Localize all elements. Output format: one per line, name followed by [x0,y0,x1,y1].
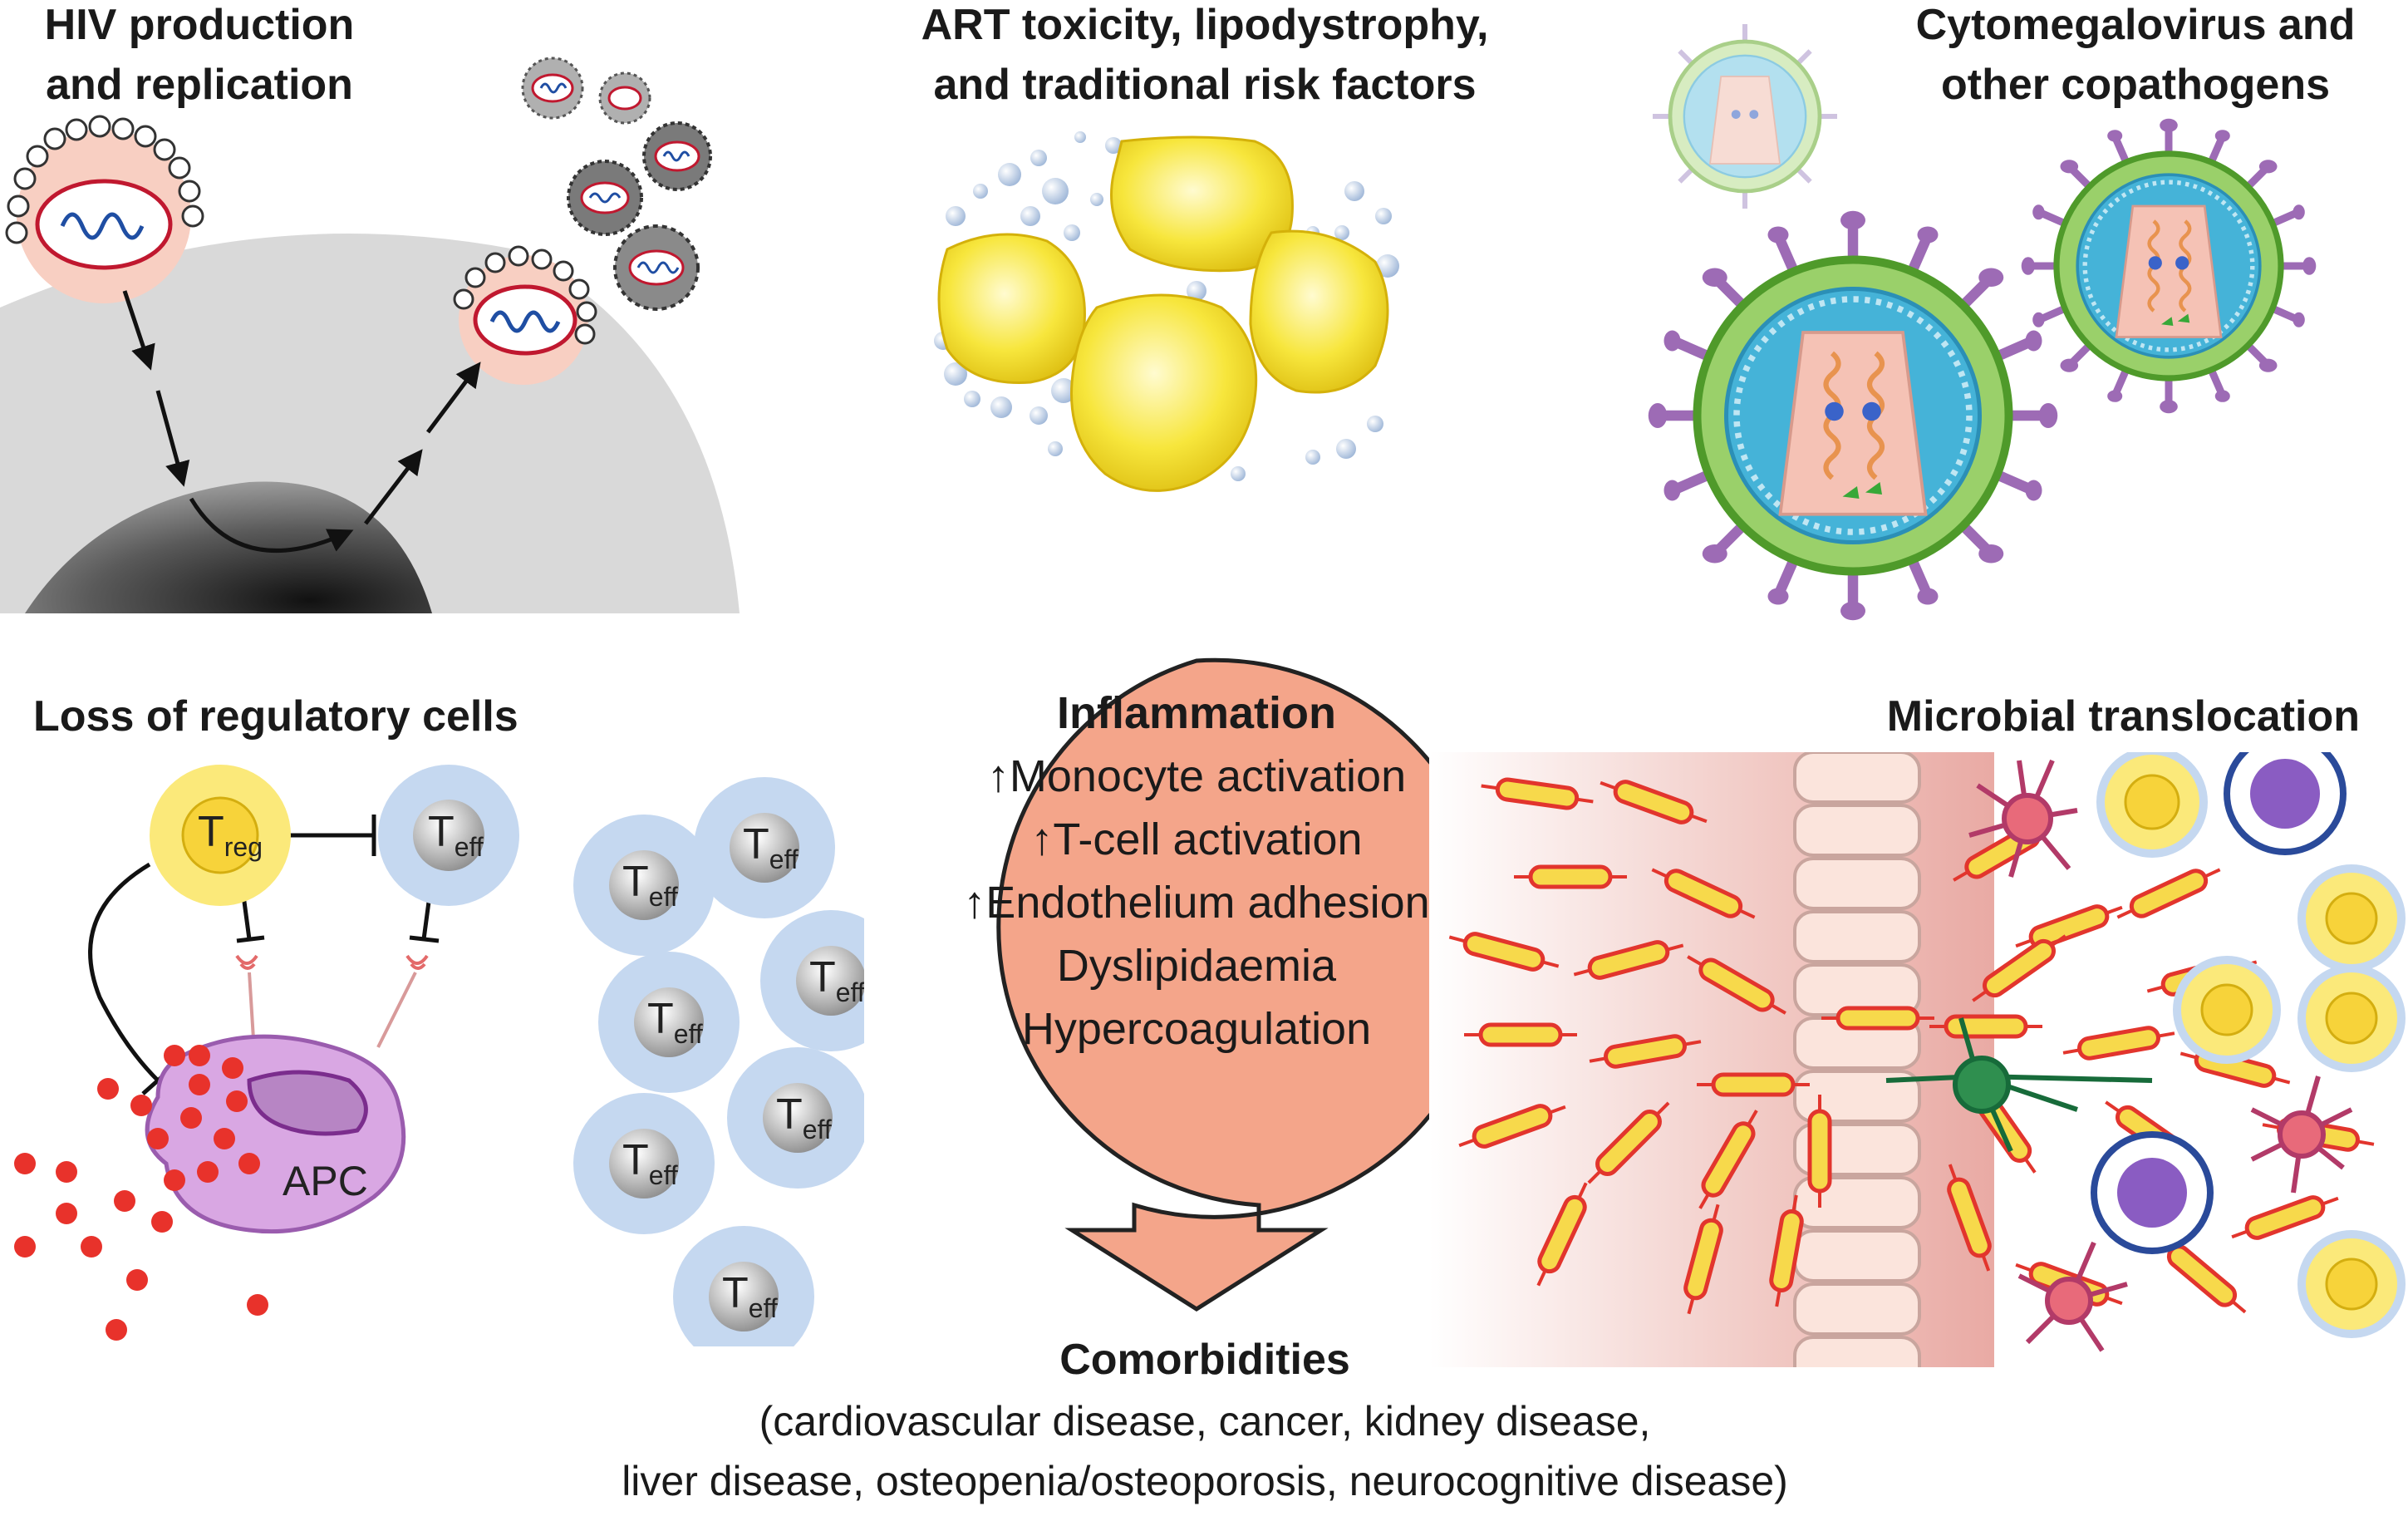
comorbidities: Comorbidities (cardiovascular disease, c… [499,1330,1911,1516]
inflammation-item-3: ↑Endothelium adhesion [963,878,1430,928]
cytokine-dots [14,1045,268,1341]
cmv-virion-right [2022,119,2317,414]
svg-text:Teff: Teff [622,858,678,912]
teff-label: Teff [428,808,484,862]
treg-illustration: APC Treg Teff Teff Teff Teff Teff Teff T… [14,765,864,1346]
cmv-title-line1: Cytomegalovirus and [1915,1,2356,49]
svg-text:Teff: Teff [622,1136,678,1190]
treg-label: Treg [198,808,263,862]
hiv-virion-entering [5,115,204,303]
adipocyte-illustration [934,131,1399,492]
inflammation-title: Inflammation [1056,688,1337,738]
dendritic-cell-3 [2017,1241,2128,1352]
treg-nucleus [181,796,259,874]
cmv-virion-large [1649,211,2058,621]
green-macrophage [1885,1017,2153,1153]
export-arrow [364,449,423,525]
svg-text:Teff: Teff [809,953,864,1007]
integration-arrow [155,390,190,487]
inflammation-item-4: Dyslipidaemia [1056,941,1337,991]
teff-nucleus [413,800,484,871]
cmv-title-line2: other copathogens [1940,61,2331,109]
dendritic-cell-2 [2250,1075,2353,1194]
hiv-title: HIV production and replication [8,0,391,115]
hiv-illustration [0,57,740,613]
free-virions [521,57,712,311]
cmv-illustration [1629,17,2408,632]
cell-nucleus [25,481,432,613]
apc-label: APC [283,1158,368,1204]
svg-text:Teff: Teff [776,1090,832,1144]
svg-text:Teff: Teff [722,1269,778,1323]
assembly-arrow [426,362,481,434]
svg-text:Teff: Teff [647,995,703,1049]
transcription-arrow [189,497,354,553]
art-title-line2: and traditional risk factors [933,61,1477,109]
comorbidities-line2: liver disease, osteopenia/osteoporosis, … [622,1458,1788,1504]
inflammation-text: Inflammation ↑Monocyte activation ↑T-cel… [906,682,1487,1064]
inflammation-item-1: ↑Monocyte activation [986,751,1407,801]
entry-arrow [122,290,155,371]
comorbidities-line1: (cardiovascular disease, cancer, kidney … [759,1398,1651,1445]
hiv-virion-budding [453,245,597,385]
comorbidities-title: Comorbidities [1059,1336,1350,1384]
microbial-illustration [1429,752,2406,1367]
inflammation-item-5: Hypercoagulation [1021,1004,1372,1054]
hiv-title-line1: HIV production [44,1,355,49]
adipocytes [937,135,1389,492]
treg-title: Loss of regulatory cells [33,692,518,741]
art-title-line1: ART toxicity, lipodystrophy, [921,1,1489,49]
epithelium [1793,752,1921,1367]
cmv-title: Cytomegalovirus and other copathogens [1878,0,2393,115]
apc-nucleus [247,1070,368,1136]
inflammation-item-2: ↑T-cell activation [1030,815,1363,864]
cmv-virion-small [1653,24,1837,209]
art-title: ART toxicity, lipodystrophy, and traditi… [856,0,1554,115]
microbial-title: Microbial translocation [1886,692,2360,741]
svg-text:Teff: Teff [743,820,799,874]
teff-cluster: Teff Teff Teff Teff Teff Teff Teff [573,777,864,1346]
lymphocytes [2091,752,2406,1338]
dendritic-cell-1 [1968,759,2078,878]
hiv-title-line2: and replication [46,61,353,109]
receptors [235,954,429,1048]
